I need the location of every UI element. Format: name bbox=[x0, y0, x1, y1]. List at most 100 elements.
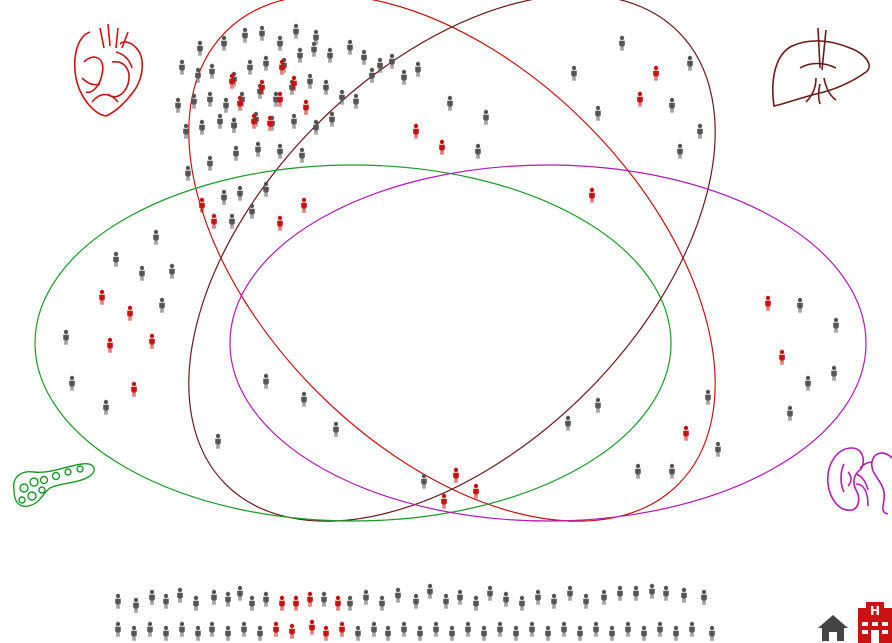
patient-icon-red bbox=[277, 216, 283, 231]
patient-icon-red bbox=[279, 596, 285, 611]
patient-icon bbox=[211, 590, 217, 605]
patient-icon bbox=[263, 182, 269, 197]
patient-icon bbox=[831, 366, 837, 381]
patient-icon bbox=[529, 622, 535, 637]
patient-icon-red bbox=[293, 596, 299, 611]
patient-icon bbox=[159, 298, 165, 313]
patient-icon bbox=[805, 376, 811, 391]
patient-icon bbox=[307, 74, 313, 89]
patient-icon bbox=[231, 118, 237, 133]
patient-icon bbox=[225, 626, 231, 641]
patient-icon bbox=[551, 594, 557, 609]
patient-icon-red bbox=[267, 116, 273, 131]
patient-icon-red bbox=[339, 622, 345, 637]
patient-icon bbox=[179, 60, 185, 75]
home-icon[interactable] bbox=[818, 615, 848, 641]
patient-icon bbox=[113, 252, 119, 267]
patient-icon bbox=[301, 392, 307, 407]
patient-icon-red bbox=[653, 66, 659, 81]
patient-icon bbox=[209, 64, 215, 79]
patient-icon bbox=[421, 474, 427, 489]
patient-icon-red bbox=[279, 60, 285, 75]
patient-icon bbox=[449, 626, 455, 641]
patient-icon-red bbox=[323, 626, 329, 641]
patient-icon bbox=[163, 626, 169, 641]
patient-icon bbox=[311, 42, 317, 57]
patient-icon bbox=[619, 36, 625, 51]
patient-icon bbox=[237, 186, 243, 201]
patient-icon bbox=[147, 622, 153, 637]
patient-icon bbox=[519, 596, 525, 611]
patient-icon bbox=[473, 596, 479, 611]
patient-icon bbox=[249, 204, 255, 219]
patient-icon bbox=[69, 376, 75, 391]
patient-icon bbox=[413, 594, 419, 609]
patient-icon bbox=[207, 156, 213, 171]
patient-icon bbox=[115, 622, 121, 637]
patient-icon-red bbox=[273, 622, 279, 637]
patient-icon-red bbox=[589, 188, 595, 203]
patient-icon bbox=[263, 374, 269, 389]
patient-icon-red bbox=[301, 198, 307, 213]
patient-icon bbox=[191, 94, 197, 109]
patient-icon-red bbox=[309, 620, 315, 635]
patient-icon-red bbox=[127, 306, 133, 321]
heart-icon bbox=[75, 24, 143, 116]
patient-icon bbox=[259, 26, 265, 41]
patient-icon bbox=[321, 592, 327, 607]
patient-icon bbox=[677, 144, 683, 159]
patient-icon bbox=[229, 214, 235, 229]
patient-icon bbox=[457, 590, 463, 605]
patient-icon bbox=[183, 124, 189, 139]
heart-set-ellipse bbox=[91, 0, 812, 619]
patient-icon bbox=[649, 584, 655, 599]
patient-icon-red bbox=[211, 214, 217, 229]
patient-icon bbox=[395, 588, 401, 603]
patient-icon bbox=[567, 586, 573, 601]
patient-icon bbox=[195, 626, 201, 641]
patient-icon bbox=[601, 590, 607, 605]
kidney-set-ellipse bbox=[230, 165, 866, 521]
patient-icon bbox=[535, 590, 541, 605]
patient-icon bbox=[475, 144, 481, 159]
hospital-icon[interactable]: H bbox=[858, 602, 892, 643]
patient-icon bbox=[673, 626, 679, 641]
patient-icon bbox=[163, 594, 169, 609]
liver-icon bbox=[773, 28, 869, 106]
patient-icon bbox=[131, 626, 137, 641]
patient-icon bbox=[353, 94, 359, 109]
patient-icon bbox=[561, 622, 567, 637]
patient-icon bbox=[697, 124, 703, 139]
patient-icon bbox=[263, 56, 269, 71]
patient-icon bbox=[207, 92, 213, 107]
patient-icon bbox=[247, 60, 253, 75]
patient-icon bbox=[663, 586, 669, 601]
patient-icon-red bbox=[765, 296, 771, 311]
patient-icon bbox=[401, 622, 407, 637]
patient-icon-red bbox=[453, 468, 459, 483]
patient-icon bbox=[497, 622, 503, 637]
patient-icon-red bbox=[473, 484, 479, 499]
patient-icon bbox=[63, 330, 69, 345]
patient-icon-red bbox=[441, 494, 447, 509]
patient-icon bbox=[249, 596, 255, 611]
patient-icon bbox=[139, 266, 145, 281]
patient-icon-red bbox=[277, 92, 283, 107]
patient-icon bbox=[545, 626, 551, 641]
patient-icon bbox=[329, 112, 335, 127]
patient-icon bbox=[242, 28, 248, 43]
patient-icon bbox=[633, 586, 639, 601]
patient-icon-red bbox=[335, 596, 341, 611]
patient-icon bbox=[709, 626, 715, 641]
patient-icon bbox=[571, 66, 577, 81]
patient-icon bbox=[483, 110, 489, 125]
patient-icon bbox=[263, 592, 269, 607]
patient-icon bbox=[577, 626, 583, 641]
patient-icon bbox=[355, 626, 361, 641]
patient-icon-red bbox=[229, 74, 235, 89]
patient-icon-red bbox=[307, 592, 313, 607]
patient-icon bbox=[255, 142, 261, 157]
pancreas-set-ellipse bbox=[35, 165, 671, 521]
patient-icon bbox=[701, 590, 707, 605]
